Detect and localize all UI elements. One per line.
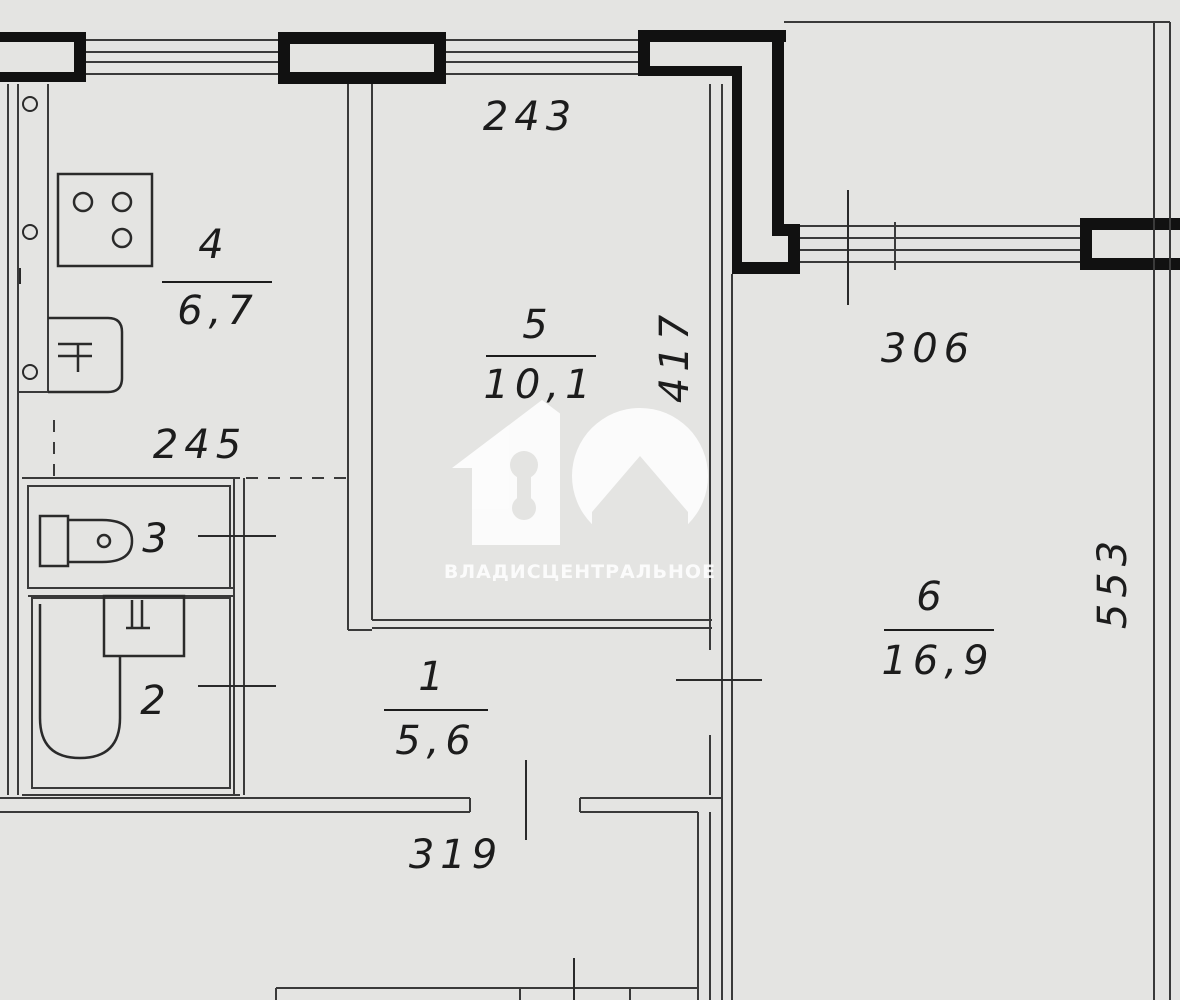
toilet-icon: [38, 514, 134, 568]
dimension-319-highlighted: 319: [409, 832, 503, 878]
room-1-number: 1: [418, 654, 449, 700]
outlet-icons: [22, 96, 38, 380]
room-3-number: 3: [142, 516, 173, 562]
room-4-area: 6,7: [177, 288, 259, 334]
watermark-caption: ВЛАДИСЦЕНТРАЛЬНОЕ: [444, 561, 716, 583]
washbasin-icon: [102, 594, 186, 658]
room-2-number: 2: [140, 678, 171, 724]
dimension-245: 245: [153, 422, 247, 468]
bathtub-icon: [38, 604, 122, 760]
dashed-boundaries: [53, 420, 348, 479]
stove-icon: [56, 172, 154, 268]
room-5-number: 5: [522, 302, 553, 348]
dimension-553: 553: [1090, 535, 1136, 629]
area-fraction-bars: [162, 281, 994, 711]
dimension-417: 417: [652, 309, 698, 403]
room-6-number: 6: [916, 574, 947, 620]
watermark: ВЛАДИСЦЕНТРАЛЬНОЕ: [444, 400, 716, 583]
room-4-number: 4: [198, 222, 229, 268]
room-6-area: 16,9: [881, 638, 994, 684]
room-1-area: 5,6: [395, 718, 477, 764]
dimension-306: 306: [881, 326, 975, 372]
sink-icon: [48, 316, 124, 394]
room-5-area: 10,1: [483, 362, 596, 408]
dimension-243: 243: [483, 94, 577, 140]
interior-walls: [0, 84, 733, 1000]
exterior-wall-top: [0, 30, 1180, 274]
house-key-logo-icon: [452, 400, 708, 545]
balcony: [784, 21, 1171, 1000]
windows: [86, 39, 1080, 270]
dimension-ticks: [19, 190, 849, 1000]
